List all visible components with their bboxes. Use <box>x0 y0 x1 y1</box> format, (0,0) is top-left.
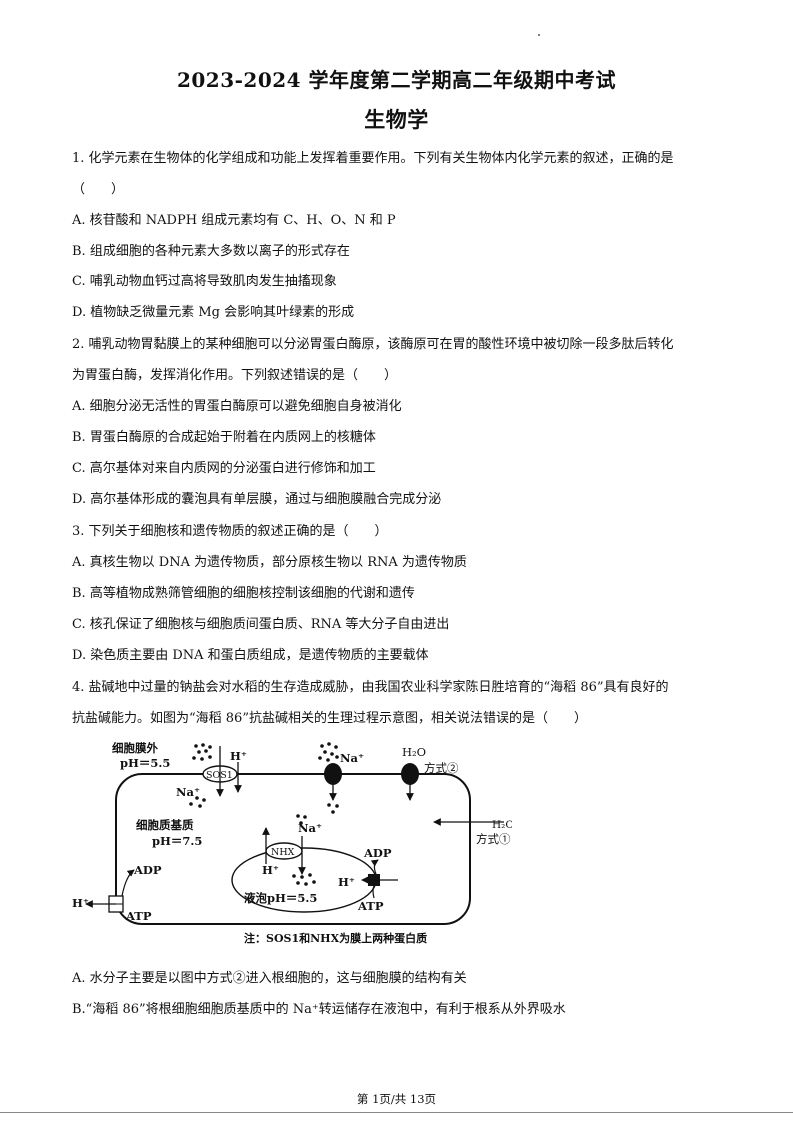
q4-stem-line2: 抗盐碱能力。如图为“海稻 86”抗盐碱相关的生理过程示意图，相关说法错误的是（ … <box>72 711 587 726</box>
na-dots-under-sos1 <box>189 796 206 808</box>
q1-option-a: A. 核苷酸和 NADPH 组成元素均有 C、H、O、N 和 P <box>72 213 396 228</box>
q2-option-d: D. 高尔基体形成的囊泡具有单层膜，通过与细胞膜融合完成分泌 <box>72 492 442 507</box>
na-dots-inside-top <box>327 803 339 814</box>
vacuole-adp-label: ADP <box>363 846 392 860</box>
q4-stem-line1: 4. 盐碱地中过量的钠盐会对水稻的生存造成威胁，由我国农业科学家陈日胜培育的“海… <box>72 680 669 695</box>
q3-option-d: D. 染色质主要由 DNA 和蛋白质组成，是遗传物质的主要载体 <box>72 648 429 663</box>
bottom-rule <box>0 1112 793 1113</box>
outside-ph: pH＝5.5 <box>120 756 170 770</box>
q1-stem-line1: 1. 化学元素在生物体的化学组成和功能上发挥着重要作用。下列有关生物体内化学元素… <box>72 151 674 166</box>
q2-option-c: C. 高尔基体对来自内质网的分泌蛋白进行修饰和加工 <box>72 461 376 476</box>
membrane-atp-label: ATP <box>125 909 152 923</box>
mode1-label: 方式① <box>476 832 511 846</box>
q2-stem-line1: 2. 哺乳动物胃黏膜上的某种细胞可以分泌胃蛋白酶原，该酶原可在胃的酸性环境中被切… <box>72 337 674 352</box>
q1-option-b: B. 组成细胞的各种元素大多数以离子的形式存在 <box>72 244 350 259</box>
q3-stem-line1: 3. 下列关于细胞核和遗传物质的叙述正确的是（ ） <box>72 524 388 539</box>
nhx-h-label: H⁺ <box>262 863 279 877</box>
na-dots-vacuole <box>292 873 316 886</box>
na-dots-cytosol <box>296 814 307 825</box>
channel-na-label: Na⁺ <box>340 751 364 765</box>
subject-title: 生物学 <box>364 107 429 132</box>
root-cell-diagram: 细胞膜外 pH＝5.5 SOS1 H⁺ Na⁺ Na⁺ H₂O <box>72 741 512 945</box>
q3-option-a: A. 真核生物以 DNA 为遗传物质，部分原核生物以 RNA 为遗传物质 <box>72 555 467 570</box>
sos1-na-label: Na⁺ <box>176 785 200 799</box>
na-channel-protein <box>324 763 342 785</box>
na-dots-outside-right <box>318 742 339 762</box>
nhx-na-label: Na⁺ <box>298 821 322 835</box>
diffusion-h2o-label: H₂O <box>492 819 512 831</box>
cytosol-ph: pH＝7.5 <box>152 834 202 848</box>
q4-option-b: B.“海稻 86”将根细胞细胞质基质中的 Na⁺转运储存在液泡中，有利于根系从外… <box>72 1002 566 1017</box>
q2-stem-line2: 为胃蛋白酶，发挥消化作用。下列叙述错误的是（ ） <box>72 368 398 383</box>
outside-label: 细胞膜外 <box>112 741 158 755</box>
q3-option-b: B. 高等植物成熟筛管细胞的细胞核控制该细胞的代谢和遗传 <box>72 586 415 601</box>
aquaporin-h2o-label: H₂O <box>402 745 426 759</box>
vacuole-atp-label: ATP <box>357 899 384 913</box>
mode2-label: 方式② <box>424 761 459 775</box>
q4-option-a: A. 水分子主要是以图中方式②进入根细胞的，这与细胞膜的结构有关 <box>72 971 467 986</box>
cytosol-label: 细胞质基质 <box>136 818 194 832</box>
q3-option-c: C. 核孔保证了细胞核与细胞质间蛋白质、RNA 等大分子自由进出 <box>72 617 450 632</box>
aquaporin-protein <box>401 763 419 785</box>
q1-stem-line2: （ ） <box>72 182 125 197</box>
na-dots-outside-left <box>192 743 212 761</box>
diagram-note: 注：SOS1和NHX为膜上两种蛋白质 <box>244 931 427 945</box>
vacuole-label: 液泡pH＝5.5 <box>244 891 317 905</box>
membrane-pump-h-label: H⁺ <box>72 896 89 910</box>
sos1-h-label: H⁺ <box>230 749 247 763</box>
cell-membrane <box>115 773 471 925</box>
scan-dot <box>538 34 540 36</box>
q2-option-a: A. 细胞分泌无活性的胃蛋白酶原可以避免细胞自身被消化 <box>72 399 402 414</box>
vacuole-pump-h-label: H⁺ <box>338 875 355 889</box>
nhx-label: NHX <box>271 847 295 858</box>
q2-option-b: B. 胃蛋白酶原的合成起始于附着在内质网上的核糖体 <box>72 430 376 445</box>
q1-option-d: D. 植物缺乏微量元素 Mg 会影响其叶绿素的形成 <box>72 305 355 320</box>
page-number: 第 1页/共 13页 <box>356 1092 437 1106</box>
exam-title: 2023-2024 学年度第二学期高二年级期中考试 <box>176 68 617 92</box>
membrane-adp-label: ADP <box>133 863 162 877</box>
q1-option-c: C. 哺乳动物血钙过高将导致肌肉发生抽搐现象 <box>72 274 337 289</box>
